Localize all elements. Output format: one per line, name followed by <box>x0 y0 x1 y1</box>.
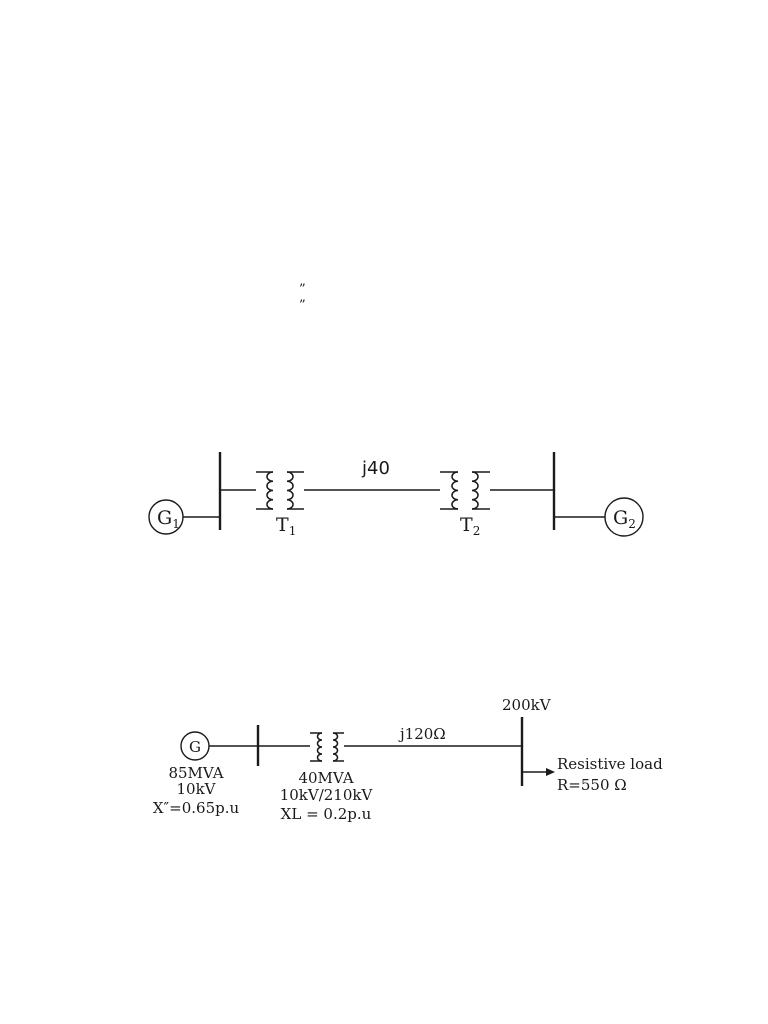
t1-primary-coil <box>266 471 274 510</box>
quote-mark-1: ” <box>299 282 306 297</box>
generator-letter: G <box>189 738 201 756</box>
generator-g2-circle <box>604 497 644 537</box>
load-value-label: R=550 Ω <box>557 776 627 794</box>
generator-g2: G2 <box>604 497 644 537</box>
transformer-rating: 40MVA <box>298 769 353 787</box>
single-line-diagram-1: G1 T1 j40 T2 <box>148 452 644 538</box>
transformer-ratio: 10kV/210kV <box>280 786 374 804</box>
generator-reactance: X″=0.65p.u <box>153 799 240 817</box>
transformer-t2-label: T2 <box>460 514 480 538</box>
line-impedance-label: j40 <box>361 458 390 479</box>
transformer-t1-label: T1 <box>276 514 296 538</box>
generator-g1: G1 <box>148 499 184 535</box>
quote-mark-2: ” <box>299 298 306 313</box>
single-line-diagram-2: G j120Ω 200kV Resistive load R=550 Ω 85M… <box>153 696 663 823</box>
line-impedance-label-2: j120Ω <box>398 725 446 743</box>
generator-voltage: 10kV <box>176 780 216 798</box>
generator-g2-label: G2 <box>613 507 636 531</box>
transformer-reactance: XL = 0.2p.u <box>281 805 372 823</box>
transformer-t1: T1 <box>256 471 304 538</box>
load-type-label: Resistive load <box>557 755 663 773</box>
transformer <box>310 732 344 762</box>
generator-g1-label: G1 <box>157 507 180 531</box>
transformer-secondary-lead <box>333 732 344 762</box>
t2-secondary-coil <box>471 471 479 510</box>
transformer-primary-lead <box>310 732 322 762</box>
t2-primary-coil <box>451 471 459 510</box>
t1-secondary-lead <box>287 471 304 510</box>
t1-secondary-coil <box>286 471 294 510</box>
transformer-secondary-coil <box>332 732 339 762</box>
generator: G <box>180 731 210 761</box>
t2-secondary-lead <box>472 471 490 510</box>
transformer-primary-coil <box>316 732 323 762</box>
transformer-t2: T2 <box>440 471 490 538</box>
generator-rating: 85MVA <box>168 764 223 782</box>
load-arrow-head <box>546 768 555 776</box>
bus-voltage-label: 200kV <box>502 696 552 714</box>
